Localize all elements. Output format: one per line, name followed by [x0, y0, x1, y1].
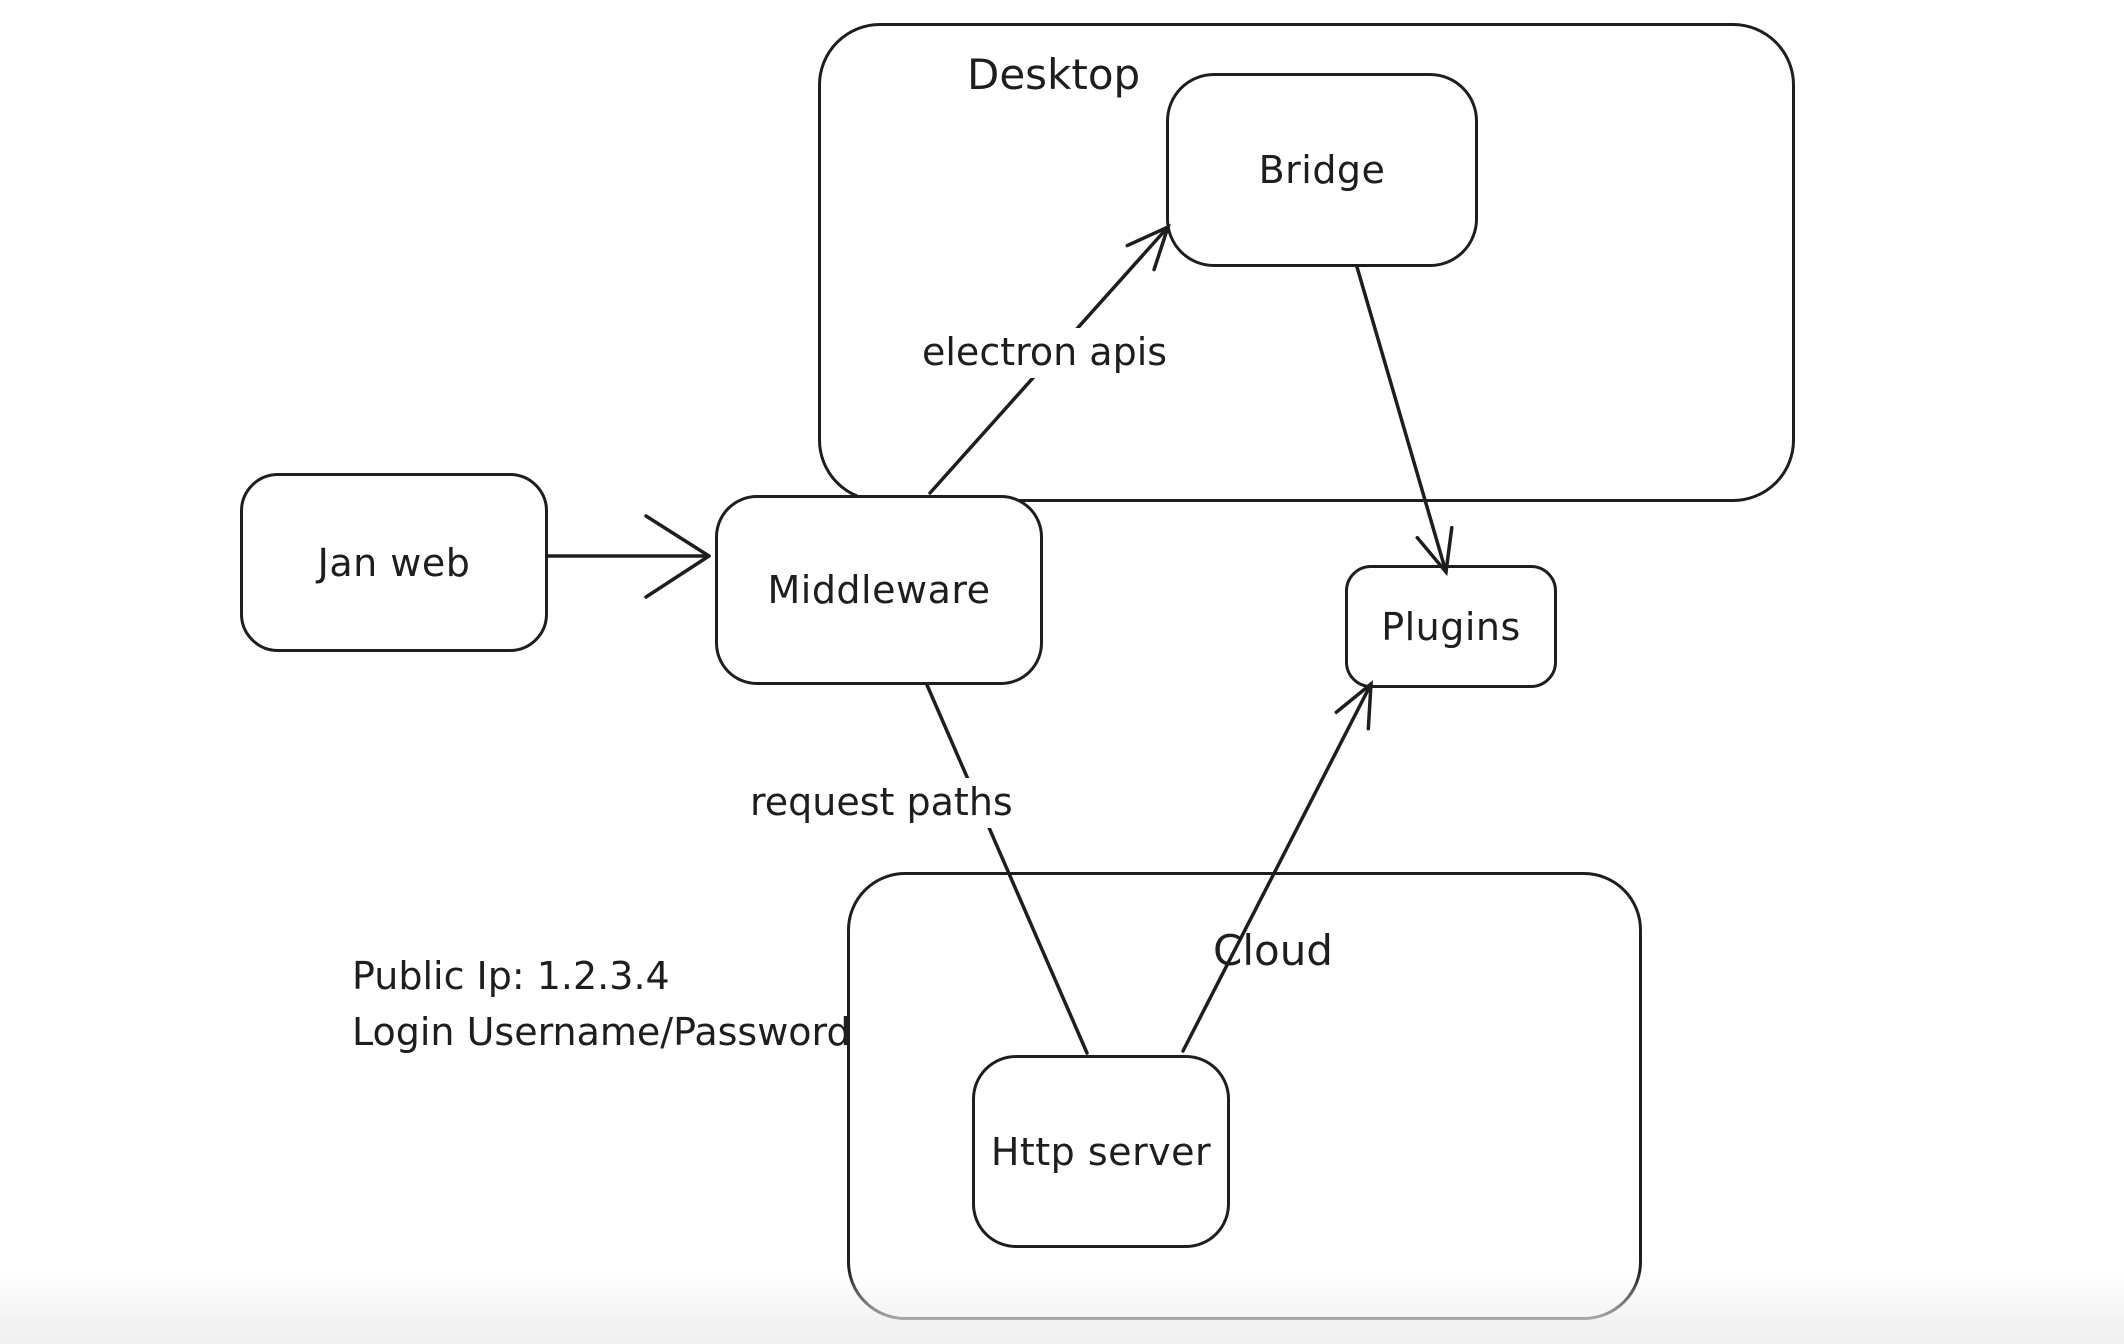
public-ip-text: Public Ip: 1.2.3.4 [352, 954, 670, 998]
http-server-node[interactable]: Http server [972, 1055, 1230, 1248]
edge-janweb-to-middleware[interactable] [546, 514, 711, 599]
jan-web-node-label: Jan web [317, 540, 471, 585]
request-paths-edge-label[interactable]: request paths [744, 778, 1019, 828]
desktop-container[interactable] [818, 23, 1795, 502]
electron-apis-edge-label[interactable]: electron apis [916, 328, 1174, 378]
http-server-node-label: Http server [990, 1129, 1212, 1174]
plugins-node[interactable]: Plugins [1345, 565, 1557, 688]
bridge-node-label: Bridge [1258, 148, 1386, 192]
middleware-node[interactable]: Middleware [715, 495, 1043, 685]
canvas-bottom-fade [0, 1270, 2124, 1344]
desktop-container-label[interactable]: Desktop [967, 50, 1141, 99]
credentials-annotation[interactable]: Public Ip: 1.2.3.4 Login Username/Passwo… [352, 948, 851, 1060]
login-text: Login Username/Password [352, 1010, 851, 1054]
plugins-node-label: Plugins [1381, 604, 1521, 649]
middleware-node-label: Middleware [767, 568, 991, 612]
bridge-node[interactable]: Bridge [1166, 73, 1478, 267]
cloud-container-label[interactable]: Cloud [1213, 926, 1333, 975]
jan-web-node[interactable]: Jan web [240, 473, 548, 652]
